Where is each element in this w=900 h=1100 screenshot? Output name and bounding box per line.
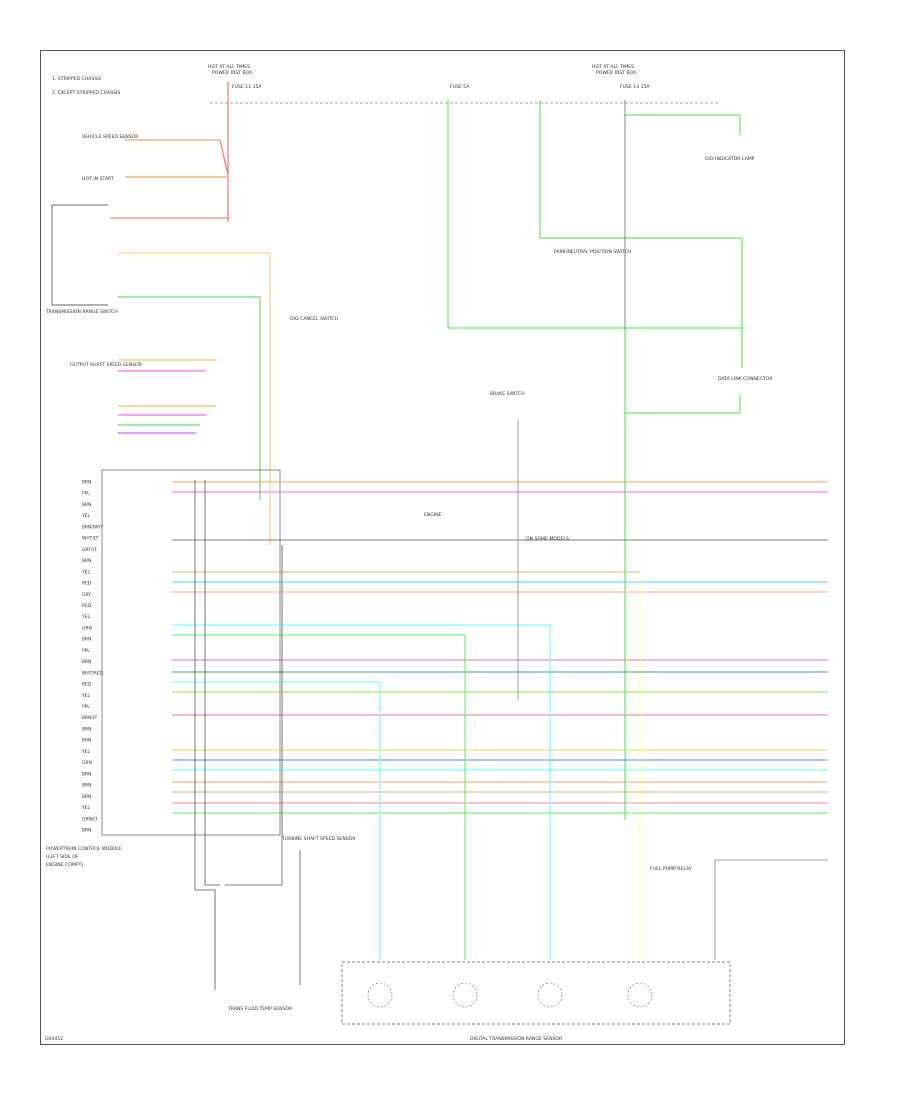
pcm-pin-label: YEL <box>81 513 90 519</box>
pcm-pin-label: BRN <box>82 828 91 834</box>
pcm-pin-label: YEL <box>81 569 90 575</box>
label-hot-in-start: HOT IN START <box>82 176 114 182</box>
label-overdrive-cancel: O/D CANCEL SWITCH <box>290 316 338 322</box>
label-ecu: ENGINE <box>424 512 442 518</box>
label-turbine: TURBINE SHAFT SPEED SENSOR <box>281 836 356 842</box>
pcm-pin-label: PPL <box>82 648 90 654</box>
label-pcm: POWERTRAIN CONTROL MODULE <box>46 846 122 852</box>
pcm-pin-label: BRN/LT <box>82 715 98 721</box>
pcm-pin-label: RED <box>82 682 92 688</box>
label-pcm-sub2: ENGINE COMPT) <box>46 862 83 868</box>
label-fuel-pump-relay: FUEL PUMP RELAY <box>650 866 692 872</box>
pcm-pin-label: YEL <box>81 614 90 620</box>
pcm-pin-label: PPL <box>82 491 90 497</box>
pcm-pin-label: BRN <box>82 794 91 800</box>
svg-text:POWER DIST BOX: POWER DIST BOX <box>212 70 252 76</box>
pcm-pin-label: BRN <box>82 659 91 665</box>
label-park-neutral: PARK/NEUTRAL POSITION SWITCH <box>554 249 631 255</box>
label-data-link: DATA LINK CONNECTOR <box>718 376 773 382</box>
pcm-pin-label: RED <box>82 581 92 587</box>
pcm-pin-label: WHT/RED <box>82 670 104 676</box>
pcm-pin-labels: BRN PPL BRN YEL BRN/WHT WHT/LT GRY/LT BRN YEL RED… <box>81 480 104 834</box>
pcm-pin-label: GRY/LT <box>82 547 97 553</box>
svg-text:HOT AT ALL TIMES: HOT AT ALL TIMES <box>592 64 634 70</box>
pcm-pin-label: BRN <box>82 727 91 733</box>
svg-text:HOT AT ALL TIMES: HOT AT ALL TIMES <box>208 64 250 70</box>
footer-code: G00452 <box>45 1036 63 1042</box>
label-transmission-range: TRANSMISSION RANGE SWITCH <box>45 309 118 315</box>
fuse-hot-all-times-left: HOT AT ALL TIMES POWER DIST BOX FUSE 11 … <box>208 64 262 90</box>
solenoid-symbols <box>367 982 653 1008</box>
pcm-pin-label: BRN <box>82 637 91 643</box>
label-trans-fluid-temp: TRANS FLUID TEMP SENSOR <box>227 1006 293 1012</box>
label-vehicle-speed: VEHICLE SPEED SENSOR <box>82 134 139 140</box>
label-output-shaft: OUTPUT SHAFT SPEED SENSOR <box>70 362 143 368</box>
legend-line-2: 2. EXCEPT STRIPPED CHASSIS <box>52 90 120 96</box>
legend-line-1: 1. STRIPPED CHASSIS <box>52 76 102 82</box>
pcm-pin-label: GRN/LT <box>82 816 98 822</box>
pcm-pin-label: GRN <box>82 760 92 766</box>
label-od-indicator: O/D INDICATOR LAMP <box>705 156 755 162</box>
label-brake-switch: BRAKE SWITCH <box>490 391 525 397</box>
pcm-pin-label: BRN <box>82 738 91 744</box>
pcm-pin-label: GRN <box>82 625 92 631</box>
pcm-pin-label: BRN <box>82 502 91 508</box>
pcm-pin-label: YEL <box>81 749 90 755</box>
fuse-hot-all-times-right: HOT AT ALL TIMES POWER DIST BOX FUSE 14 … <box>592 64 650 90</box>
svg-text:POWER DIST BOX: POWER DIST BOX <box>596 70 636 76</box>
pcm-pin-label: GRY <box>82 592 91 598</box>
label-note-mid: ON SOME MODELS <box>526 536 569 542</box>
fuse-hot-in-run-center: FUSE 5A <box>450 84 470 90</box>
pcm-pin-label: BRN/WHT <box>82 524 103 530</box>
svg-text:FUSE 14 15A: FUSE 14 15A <box>620 84 650 90</box>
label-pcm-sub1: (LEFT SIDE OF <box>46 854 79 860</box>
pcm-pin-label: WHT/LT <box>82 536 99 542</box>
svg-text:FUSE 5A: FUSE 5A <box>450 84 470 90</box>
pcm-pin-label: BRN <box>82 771 91 777</box>
pcm-pin-label: YEL <box>81 693 90 699</box>
svg-text:FUSE 11 15A: FUSE 11 15A <box>232 84 262 90</box>
pcm-pin-label: RED <box>82 603 92 609</box>
pcm-pin-label: BRN <box>82 558 91 564</box>
pcm-pin-label: YEL <box>81 805 90 811</box>
diagram-frame <box>40 50 845 1045</box>
pcm-pin-label: BRN <box>82 480 91 486</box>
pcm-pin-label: PPL <box>82 704 90 710</box>
label-solenoid-body: DIGITAL TRANSMISSION RANGE SENSOR <box>470 1036 563 1042</box>
pcm-pin-label: BRN <box>82 783 91 789</box>
